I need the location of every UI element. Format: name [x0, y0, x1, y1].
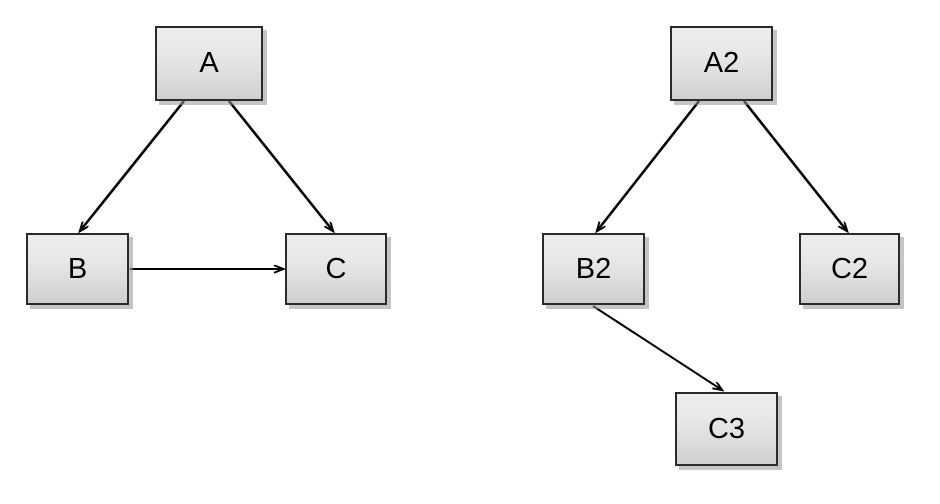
edge-a-to-c	[227, 100, 333, 231]
node-b2[interactable]: B2	[542, 233, 645, 305]
node-c3-label: C3	[707, 412, 746, 445]
node-a2-label: A2	[703, 47, 740, 79]
node-c[interactable]: C	[285, 233, 387, 305]
node-c2[interactable]: C2	[799, 233, 900, 305]
node-b2-label: B2	[575, 252, 612, 285]
node-a2[interactable]: A2	[670, 26, 773, 101]
node-a-label: A	[199, 47, 219, 79]
node-a[interactable]: A	[155, 26, 263, 101]
edge-a-to-b	[80, 100, 186, 231]
node-c-label: C	[325, 252, 347, 285]
edge-a2-to-b2	[597, 100, 701, 231]
node-b[interactable]: B	[26, 233, 129, 305]
edge-b2-to-c3	[592, 305, 722, 390]
node-c3[interactable]: C3	[675, 392, 778, 466]
edge-a2-to-c2	[742, 100, 847, 231]
node-b-label: B	[67, 252, 88, 285]
node-c2-label: C2	[830, 252, 869, 285]
